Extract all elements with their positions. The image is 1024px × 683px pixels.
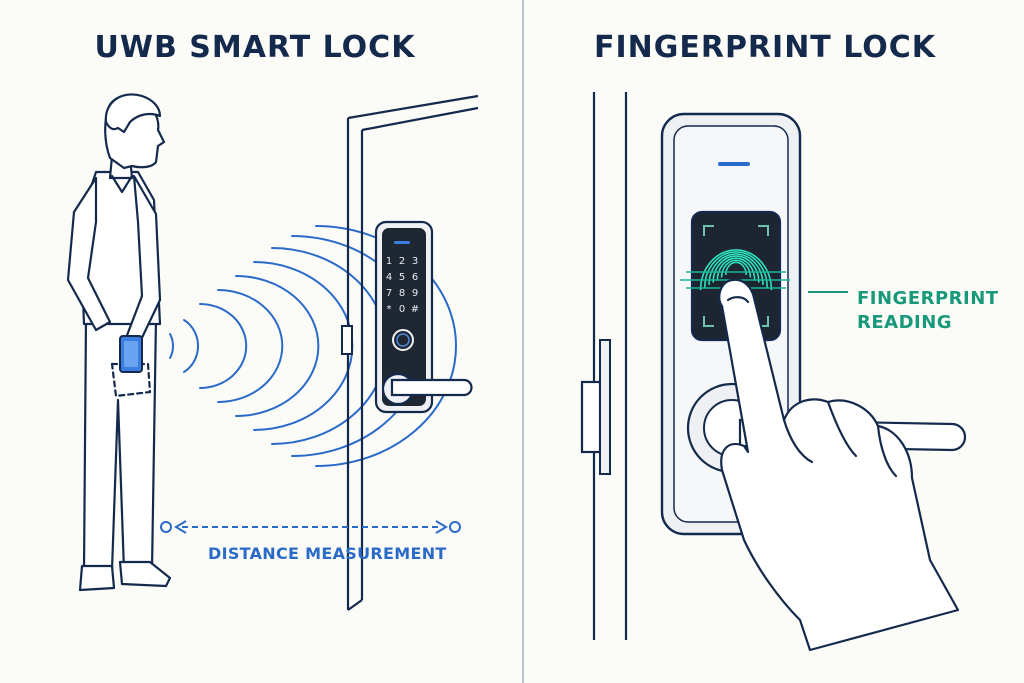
keypad-key: 3 [412,256,418,267]
door-latch-plate [599,339,611,475]
person-collar [110,174,134,194]
keypad-key: 5 [399,272,405,283]
fingerprint-title: FINGERPRINT LOCK [593,30,937,65]
uwb-lock-handle [381,372,473,406]
fingerprint-reading-label-line1: FINGERPRINT [857,288,999,309]
fingerprint-reading-label: FINGERPRINT READING [857,287,999,335]
uwb-smart-lock [374,220,434,414]
fingerprint-ridge [699,249,773,291]
smartphone-screen [124,341,138,367]
uwb-title: UWB SMART LOCK [94,30,416,65]
keypad-key: 6 [412,272,418,283]
fingerprint-reading-label-line2: READING [857,312,953,333]
keypad-key: 9 [412,288,418,299]
person-shoe-back [78,564,116,592]
keypad-key: # [411,304,419,315]
keypad-key: 1 [386,256,392,267]
distance-arrow [160,520,461,534]
fp-status-light [718,162,750,166]
keypad-key: * [387,304,392,315]
person-hair [104,93,162,134]
keypad-key: 4 [386,272,392,283]
fingerprint-ridge [725,261,747,275]
strike-plate [341,325,353,355]
person-shoe-front [118,560,172,588]
door-edge [592,92,628,640]
person-arm-back [66,176,112,332]
person-figure [66,93,172,592]
lock-status-light [394,241,410,244]
keypad-key: 8 [399,288,405,299]
lock-fingerprint-sensor [392,329,414,351]
keypad-key: 0 [399,304,405,315]
hand-figure [718,278,960,652]
fingerprint-ridge [720,259,752,278]
panel-divider [522,0,524,683]
keypad-key: 2 [399,256,405,267]
keypad-key: 7 [386,288,392,299]
distance-measurement-label: DISTANCE MEASUREMENT [208,544,447,563]
door-latch [580,380,602,454]
